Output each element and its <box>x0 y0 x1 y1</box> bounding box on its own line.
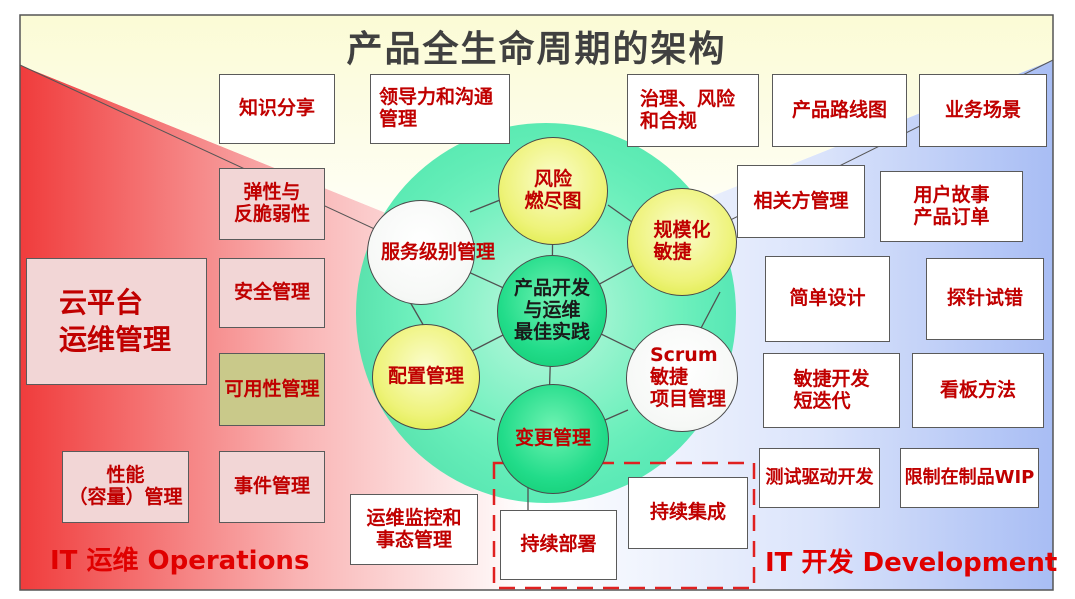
circle-scaled-agile: 规模化 敏捷 <box>627 188 737 296</box>
circle-config-management: 配置管理 <box>372 324 480 430</box>
box-wip: 限制在制品WIP <box>900 448 1039 508</box>
box-knowledge-sharing: 知识分享 <box>219 74 335 144</box>
box-incident: 事件管理 <box>219 451 325 523</box>
page-title: 产品全生命周期的架构 <box>346 29 727 70</box>
circle-best-practice: 产品开发 与运维 最佳实践 <box>497 255 607 367</box>
box-simple-design: 简单设计 <box>765 256 890 342</box>
box-monitoring: 运维监控和 事态管理 <box>350 494 478 565</box>
circle-risk-burndown: 风险 燃尽图 <box>498 137 608 245</box>
box-security: 安全管理 <box>219 258 325 328</box>
circle-change-management: 变更管理 <box>497 384 609 494</box>
box-business-scenario: 业务场景 <box>919 74 1047 147</box>
box-leadership: 领导力和沟通 管理 <box>370 74 510 144</box>
box-kanban: 看板方法 <box>912 353 1044 428</box>
box-spike: 探针试错 <box>926 258 1044 340</box>
box-availability: 可用性管理 <box>219 353 325 426</box>
box-stakeholder: 相关方管理 <box>737 165 865 238</box>
box-continuous-deployment: 持续部署 <box>500 510 617 580</box>
box-tdd: 测试驱动开发 <box>759 448 880 508</box>
ci-cd-group <box>492 461 756 590</box>
circle-sla-management: 服务级别管理 <box>367 200 495 305</box>
box-roadmap: 产品路线图 <box>772 74 907 147</box>
box-governance: 治理、风险 和合规 <box>627 74 759 147</box>
ops-label: IT 运维 Operations <box>50 546 310 576</box>
box-continuous-integration: 持续集成 <box>628 477 748 549</box>
box-cloud-ops: 云平台 运维管理 <box>26 258 207 385</box>
dev-label: IT 开发 Development <box>765 548 1058 578</box>
box-performance: 性能 （容量）管理 <box>62 451 189 523</box>
box-short-iteration: 敏捷开发 短迭代 <box>763 353 900 428</box>
circle-scrum: Scrum 敏捷 项目管理 <box>626 324 738 432</box>
box-resilience: 弹性与 反脆弱性 <box>219 168 325 240</box>
box-user-story: 用户故事 产品订单 <box>880 171 1023 242</box>
